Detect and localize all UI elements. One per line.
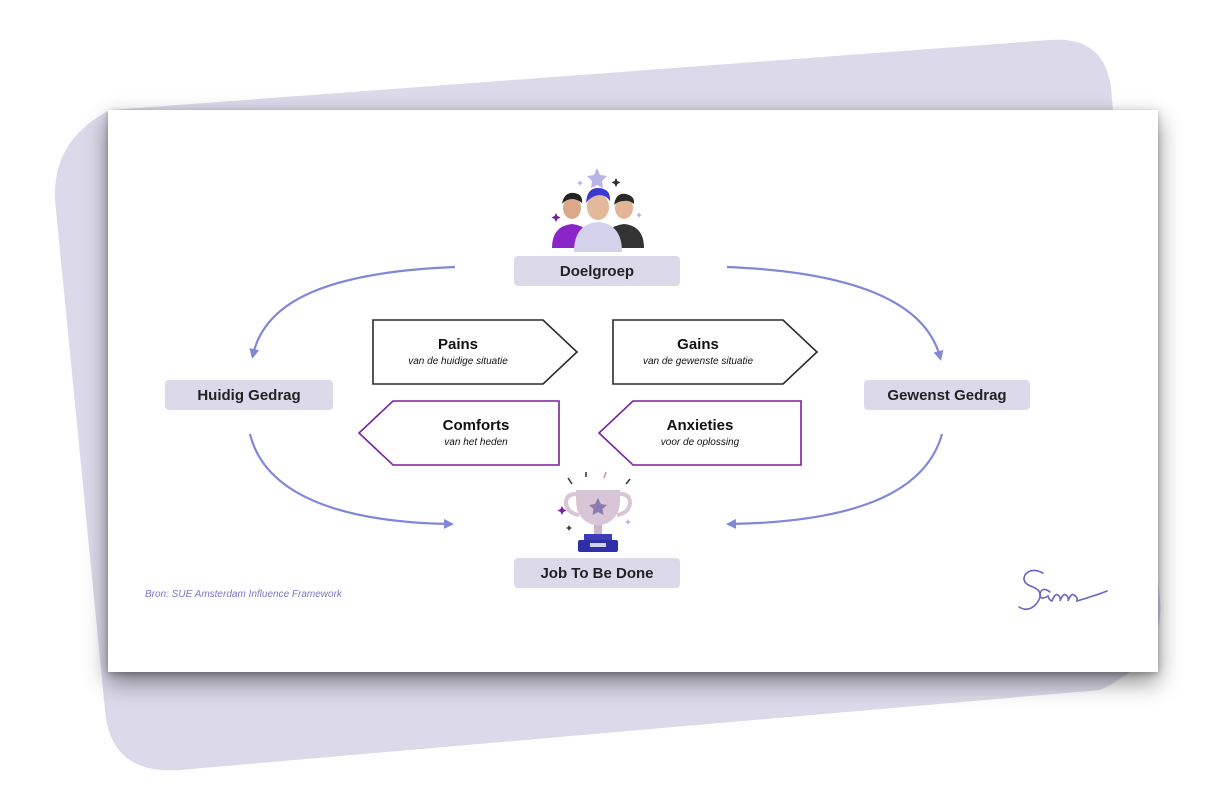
source-note: Bron: SUE Amsterdam Influence Framework [145,589,342,600]
gains-arrow-shape [612,319,819,385]
node-job-to-be-done-label: Job To Be Done [540,564,654,582]
pains-title: Pains [437,336,479,353]
node-doelgroep-label: Doelgroep [559,262,635,280]
pains-label: Pains van de huidige situatie [373,336,543,367]
node-gewenst-gedrag-label: Gewenst Gedrag [887,386,1007,404]
arrow-gewenst-to-job [726,433,944,529]
gains-label: Gains van de gewenste situatie [613,336,783,367]
anxieties-arrow-shape [597,400,802,466]
node-huidig-gedrag-label: Huidig Gedrag [197,386,301,404]
comforts-subtitle: van het heden [444,437,508,448]
node-job-to-be-done: Job To Be Done [514,558,680,588]
anxieties-title: Anxieties [666,417,734,434]
node-gewenst-gedrag: Gewenst Gedrag [864,380,1030,410]
trophy-icon [557,471,633,552]
gains-title: Gains [677,336,719,353]
pains-arrow-shape [372,319,579,385]
comforts-label: Comforts van het heden [393,417,559,448]
arrow-huidig-to-job [248,433,454,529]
comforts-title: Comforts [442,417,510,434]
gains-subtitle: van de gewenste situatie [642,356,754,367]
pains-subtitle: van de huidige situatie [408,356,508,367]
anxieties-subtitle: voor de oplossing [660,437,740,448]
anxieties-label: Anxieties voor de oplossing [633,417,767,448]
node-doelgroep: Doelgroep [514,256,680,286]
comforts-arrow-shape [357,400,560,466]
people-group-icon [545,163,647,253]
arrow-doelgroep-to-huidig [249,265,456,359]
signature [1018,569,1108,611]
node-huidig-gedrag: Huidig Gedrag [165,380,333,410]
arrow-doelgroep-to-gewenst [726,265,944,361]
